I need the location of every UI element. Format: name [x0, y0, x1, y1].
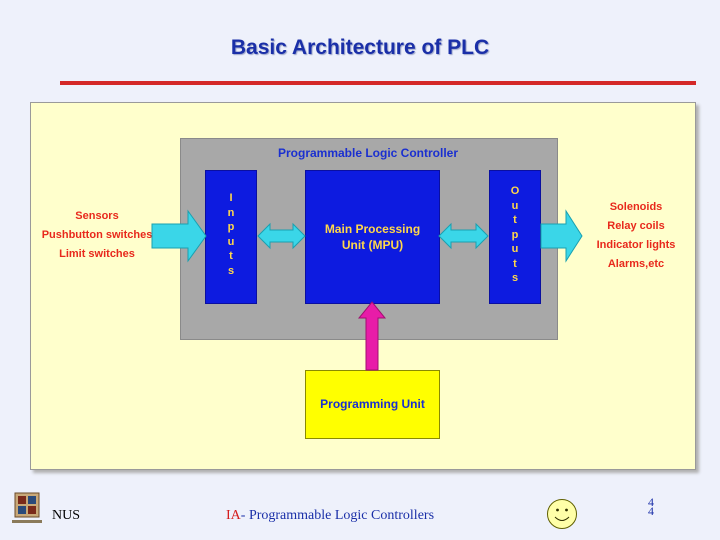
vertical-letter: n	[227, 206, 235, 219]
mpu-outputs-double-arrow	[438, 222, 489, 250]
vertical-letter: I	[229, 192, 233, 204]
output-arrow	[540, 209, 583, 263]
output-device-item: Indicator lights	[596, 239, 676, 251]
vertical-letter: s	[511, 272, 519, 284]
vertical-letter: O	[510, 185, 520, 197]
output-device-item: Alarms,etc	[607, 258, 665, 270]
slide-title: Basic Architecture of PLC	[230, 36, 490, 59]
vertical-letter: p	[511, 228, 519, 241]
vertical-letter: t	[229, 250, 233, 262]
mpu-label: Main Processing Unit (MPU)	[306, 221, 439, 253]
mpu-label-line1: Main Processing	[324, 222, 421, 236]
smiley-face-icon	[547, 499, 577, 529]
vertical-letter: u	[511, 243, 519, 255]
footer-course-prefix: IA	[226, 508, 241, 523]
programming-arrow	[357, 301, 387, 371]
output-devices-list: Solenoids Relay coils Indicator lights A…	[588, 198, 684, 274]
programming-unit-label: Programming Unit	[320, 397, 425, 411]
footer-course-rest: - Programmable Logic Controllers	[240, 508, 435, 523]
vertical-letter: t	[513, 214, 517, 226]
vertical-letter: t	[513, 257, 517, 270]
output-device-item: Solenoids	[609, 201, 663, 213]
input-devices-list: Sensors Pushbutton switches Limit switch…	[38, 207, 156, 264]
input-device-item: Sensors	[75, 210, 119, 222]
input-device-item: Limit switches	[59, 248, 135, 260]
page-number: 4 4	[648, 495, 654, 518]
mpu-block: Main Processing Unit (MPU)	[305, 170, 440, 304]
page-number-bottom: 4	[648, 504, 654, 518]
footer-org: NUS	[52, 508, 81, 523]
input-device-item: Pushbutton switches	[41, 229, 153, 241]
programming-unit-box: Programming Unit	[305, 370, 440, 439]
plc-label: Programmable Logic Controller	[277, 146, 459, 160]
input-arrow	[151, 209, 207, 263]
inputs-mpu-double-arrow	[257, 222, 306, 250]
vertical-letter: s	[227, 264, 235, 277]
vertical-letter: u	[227, 235, 235, 248]
output-device-item: Relay coils	[607, 220, 665, 232]
title-underline	[60, 81, 696, 85]
page-number-top: 4	[648, 495, 654, 509]
vertical-letter: p	[227, 221, 235, 233]
footer-course-title: IA- Programmable Logic Controllers	[226, 508, 434, 524]
vertical-letter: u	[511, 199, 519, 212]
mpu-label-line2: Unit (MPU)	[341, 238, 404, 252]
university-crest-icon	[12, 492, 42, 523]
